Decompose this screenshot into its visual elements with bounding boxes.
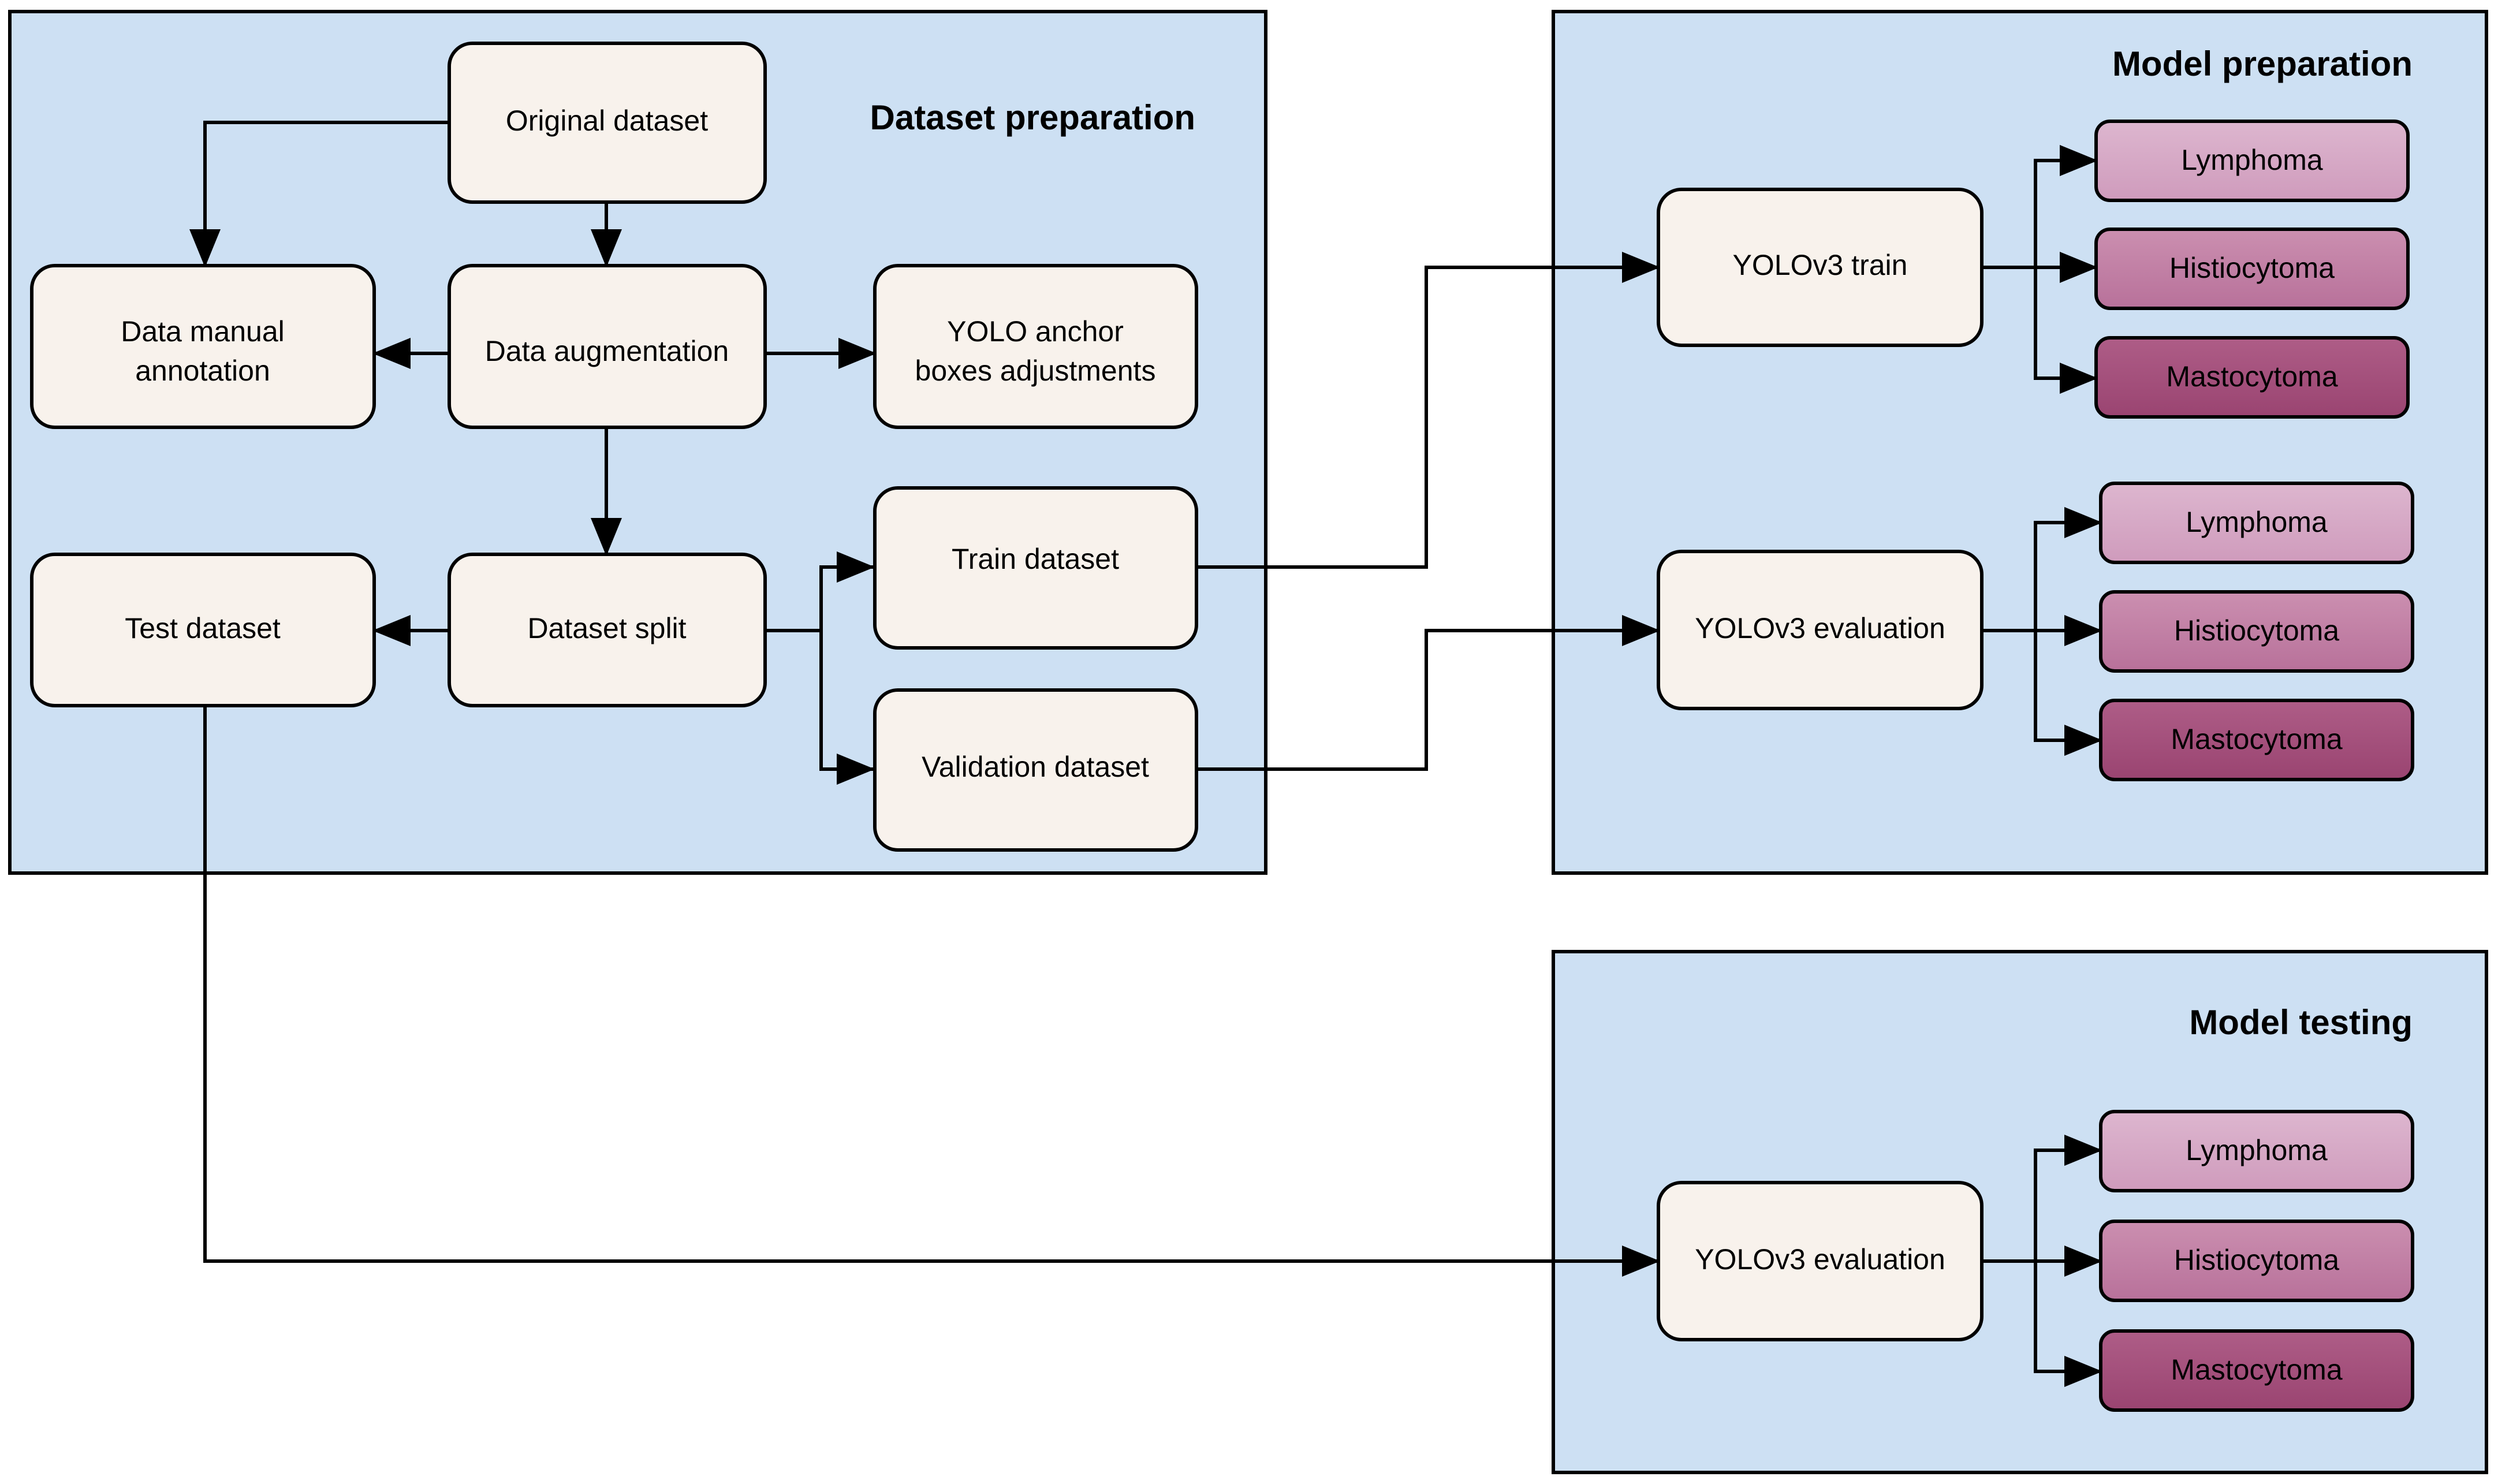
class-box-histiocytoma-test-label: Histiocytoma (2174, 1244, 2339, 1276)
connector-yolov3-train-to-mastocytoma (2034, 267, 2098, 394)
node-yolov3-evaluation-box[interactable] (1657, 550, 1984, 710)
node-validation-dataset[interactable]: Validation dataset (873, 688, 1198, 852)
class-box-mastocytoma-test[interactable]: Mastocytoma (2099, 1329, 2414, 1412)
node-original-dataset[interactable]: Original dataset (448, 42, 767, 204)
class-box-histiocytoma-eval[interactable]: Histiocytoma (2099, 590, 2414, 673)
node-dataset-split-box[interactable] (448, 553, 767, 707)
class-box-mastocytoma-train[interactable]: Mastocytoma (2094, 336, 2410, 419)
node-dataset-split-label: Dataset split (527, 612, 686, 644)
connector-yolov3-train-to-lymphoma (2034, 145, 2098, 267)
node-test-dataset[interactable]: Test dataset (30, 553, 376, 707)
class-box-histiocytoma-test-rect[interactable] (2099, 1220, 2414, 1302)
connector-model-testing-to-lymphoma (2034, 1135, 2102, 1261)
node-data-augmentation-box[interactable] (448, 264, 767, 429)
class-box-mastocytoma-eval-label: Mastocytoma (2171, 723, 2343, 755)
class-box-mastocytoma-train-rect[interactable] (2094, 336, 2410, 419)
connector-model-testing-to-mastocytoma (2034, 1261, 2102, 1387)
class-box-histiocytoma-train-rect[interactable] (2094, 228, 2410, 310)
node-test-dataset-label: Test dataset (125, 612, 281, 644)
panel-model-preparation-title: Model preparation (2112, 44, 2413, 83)
class-box-histiocytoma-eval-label: Histiocytoma (2174, 614, 2339, 647)
class-box-lymphoma-eval-rect[interactable] (2099, 482, 2414, 564)
node-yolov3-evaluation[interactable]: YOLOv3 evaluation (1657, 550, 1984, 710)
node-original-dataset-label: Original dataset (506, 105, 708, 137)
class-box-lymphoma-train-rect[interactable] (2094, 120, 2410, 202)
connector-dataset-split-to-validation-dataset (819, 631, 875, 785)
class-box-lymphoma-test[interactable]: Lymphoma (2099, 1110, 2414, 1192)
node-validation-dataset-box[interactable] (873, 688, 1198, 852)
node-train-dataset-label: Train dataset (952, 543, 1119, 575)
node-yolov3-evaluation-test[interactable]: YOLOv3 evaluation (1657, 1181, 1984, 1341)
class-box-histiocytoma-eval-rect[interactable] (2099, 590, 2414, 673)
class-box-lymphoma-eval-label: Lymphoma (2186, 506, 2328, 538)
node-original-dataset-box[interactable] (448, 42, 767, 204)
node-dataset-split[interactable]: Dataset split (448, 553, 767, 707)
class-box-lymphoma-train[interactable]: Lymphoma (2094, 120, 2410, 202)
node-data-manual-annotation[interactable]: Data manual annotation (30, 264, 376, 429)
panel-model-testing-title: Model testing (2189, 1003, 2413, 1042)
node-data-augmentation-label: Data augmentation (485, 335, 729, 367)
node-yolo-anchor-boxes-adjustments[interactable]: YOLO anchor boxes adjustments (873, 264, 1198, 429)
node-yolov3-evaluation-test-label: YOLOv3 evaluation (1695, 1243, 1945, 1276)
class-box-mastocytoma-test-rect[interactable] (2099, 1329, 2414, 1412)
connector-yolov3-evaluation-to-lymphoma (2034, 507, 2102, 631)
class-box-lymphoma-test-label: Lymphoma (2186, 1134, 2328, 1166)
class-box-mastocytoma-eval-rect[interactable] (2099, 699, 2414, 781)
connector-original-to-manual-annotation (189, 121, 449, 267)
panel-dataset-preparation-title: Dataset preparation (870, 98, 1196, 137)
node-train-dataset[interactable]: Train dataset (873, 486, 1198, 650)
node-yolov3-evaluation-test-box[interactable] (1657, 1181, 1984, 1341)
node-yolov3-evaluation-label: YOLOv3 evaluation (1695, 612, 1945, 644)
node-data-augmentation[interactable]: Data augmentation (448, 264, 767, 429)
class-box-lymphoma-test-rect[interactable] (2099, 1110, 2414, 1192)
node-yolov3-train[interactable]: YOLOv3 train (1657, 188, 1984, 347)
class-box-lymphoma-eval[interactable]: Lymphoma (2099, 482, 2414, 564)
node-test-dataset-box[interactable] (30, 553, 376, 707)
node-data-manual-annotation-label-line1: Data manual (121, 315, 285, 348)
class-box-lymphoma-train-label: Lymphoma (2181, 144, 2323, 176)
node-yolo-anchor-boxes-adjustments-label-line2: boxes adjustments (915, 355, 1156, 387)
node-data-manual-annotation-label-line2: annotation (135, 355, 270, 387)
class-box-histiocytoma-train-label: Histiocytoma (2169, 252, 2335, 284)
class-box-mastocytoma-eval[interactable]: Mastocytoma (2099, 699, 2414, 781)
connector-test-dataset-to-model-testing-evaluation (203, 706, 1660, 1277)
connector-train-dataset-to-yolov3-train (1195, 252, 1660, 569)
node-yolov3-train-label: YOLOv3 train (1733, 249, 1908, 281)
node-validation-dataset-label: Validation dataset (922, 751, 1149, 783)
class-box-histiocytoma-train[interactable]: Histiocytoma (2094, 228, 2410, 310)
node-yolov3-train-box[interactable] (1657, 188, 1984, 347)
connector-validation-dataset-to-yolov3-evaluation (1195, 615, 1660, 771)
node-train-dataset-box[interactable] (873, 486, 1198, 650)
node-yolo-anchor-boxes-adjustments-box[interactable] (873, 264, 1198, 429)
connector-yolov3-evaluation-to-mastocytoma (2034, 631, 2102, 756)
class-box-mastocytoma-test-label: Mastocytoma (2171, 1354, 2343, 1386)
class-box-mastocytoma-train-label: Mastocytoma (2166, 360, 2338, 393)
node-data-manual-annotation-box[interactable] (30, 264, 376, 429)
connector-dataset-split-to-train-dataset (765, 551, 875, 632)
class-box-histiocytoma-test[interactable]: Histiocytoma (2099, 1220, 2414, 1302)
node-yolo-anchor-boxes-adjustments-label-line1: YOLO anchor (947, 315, 1124, 348)
